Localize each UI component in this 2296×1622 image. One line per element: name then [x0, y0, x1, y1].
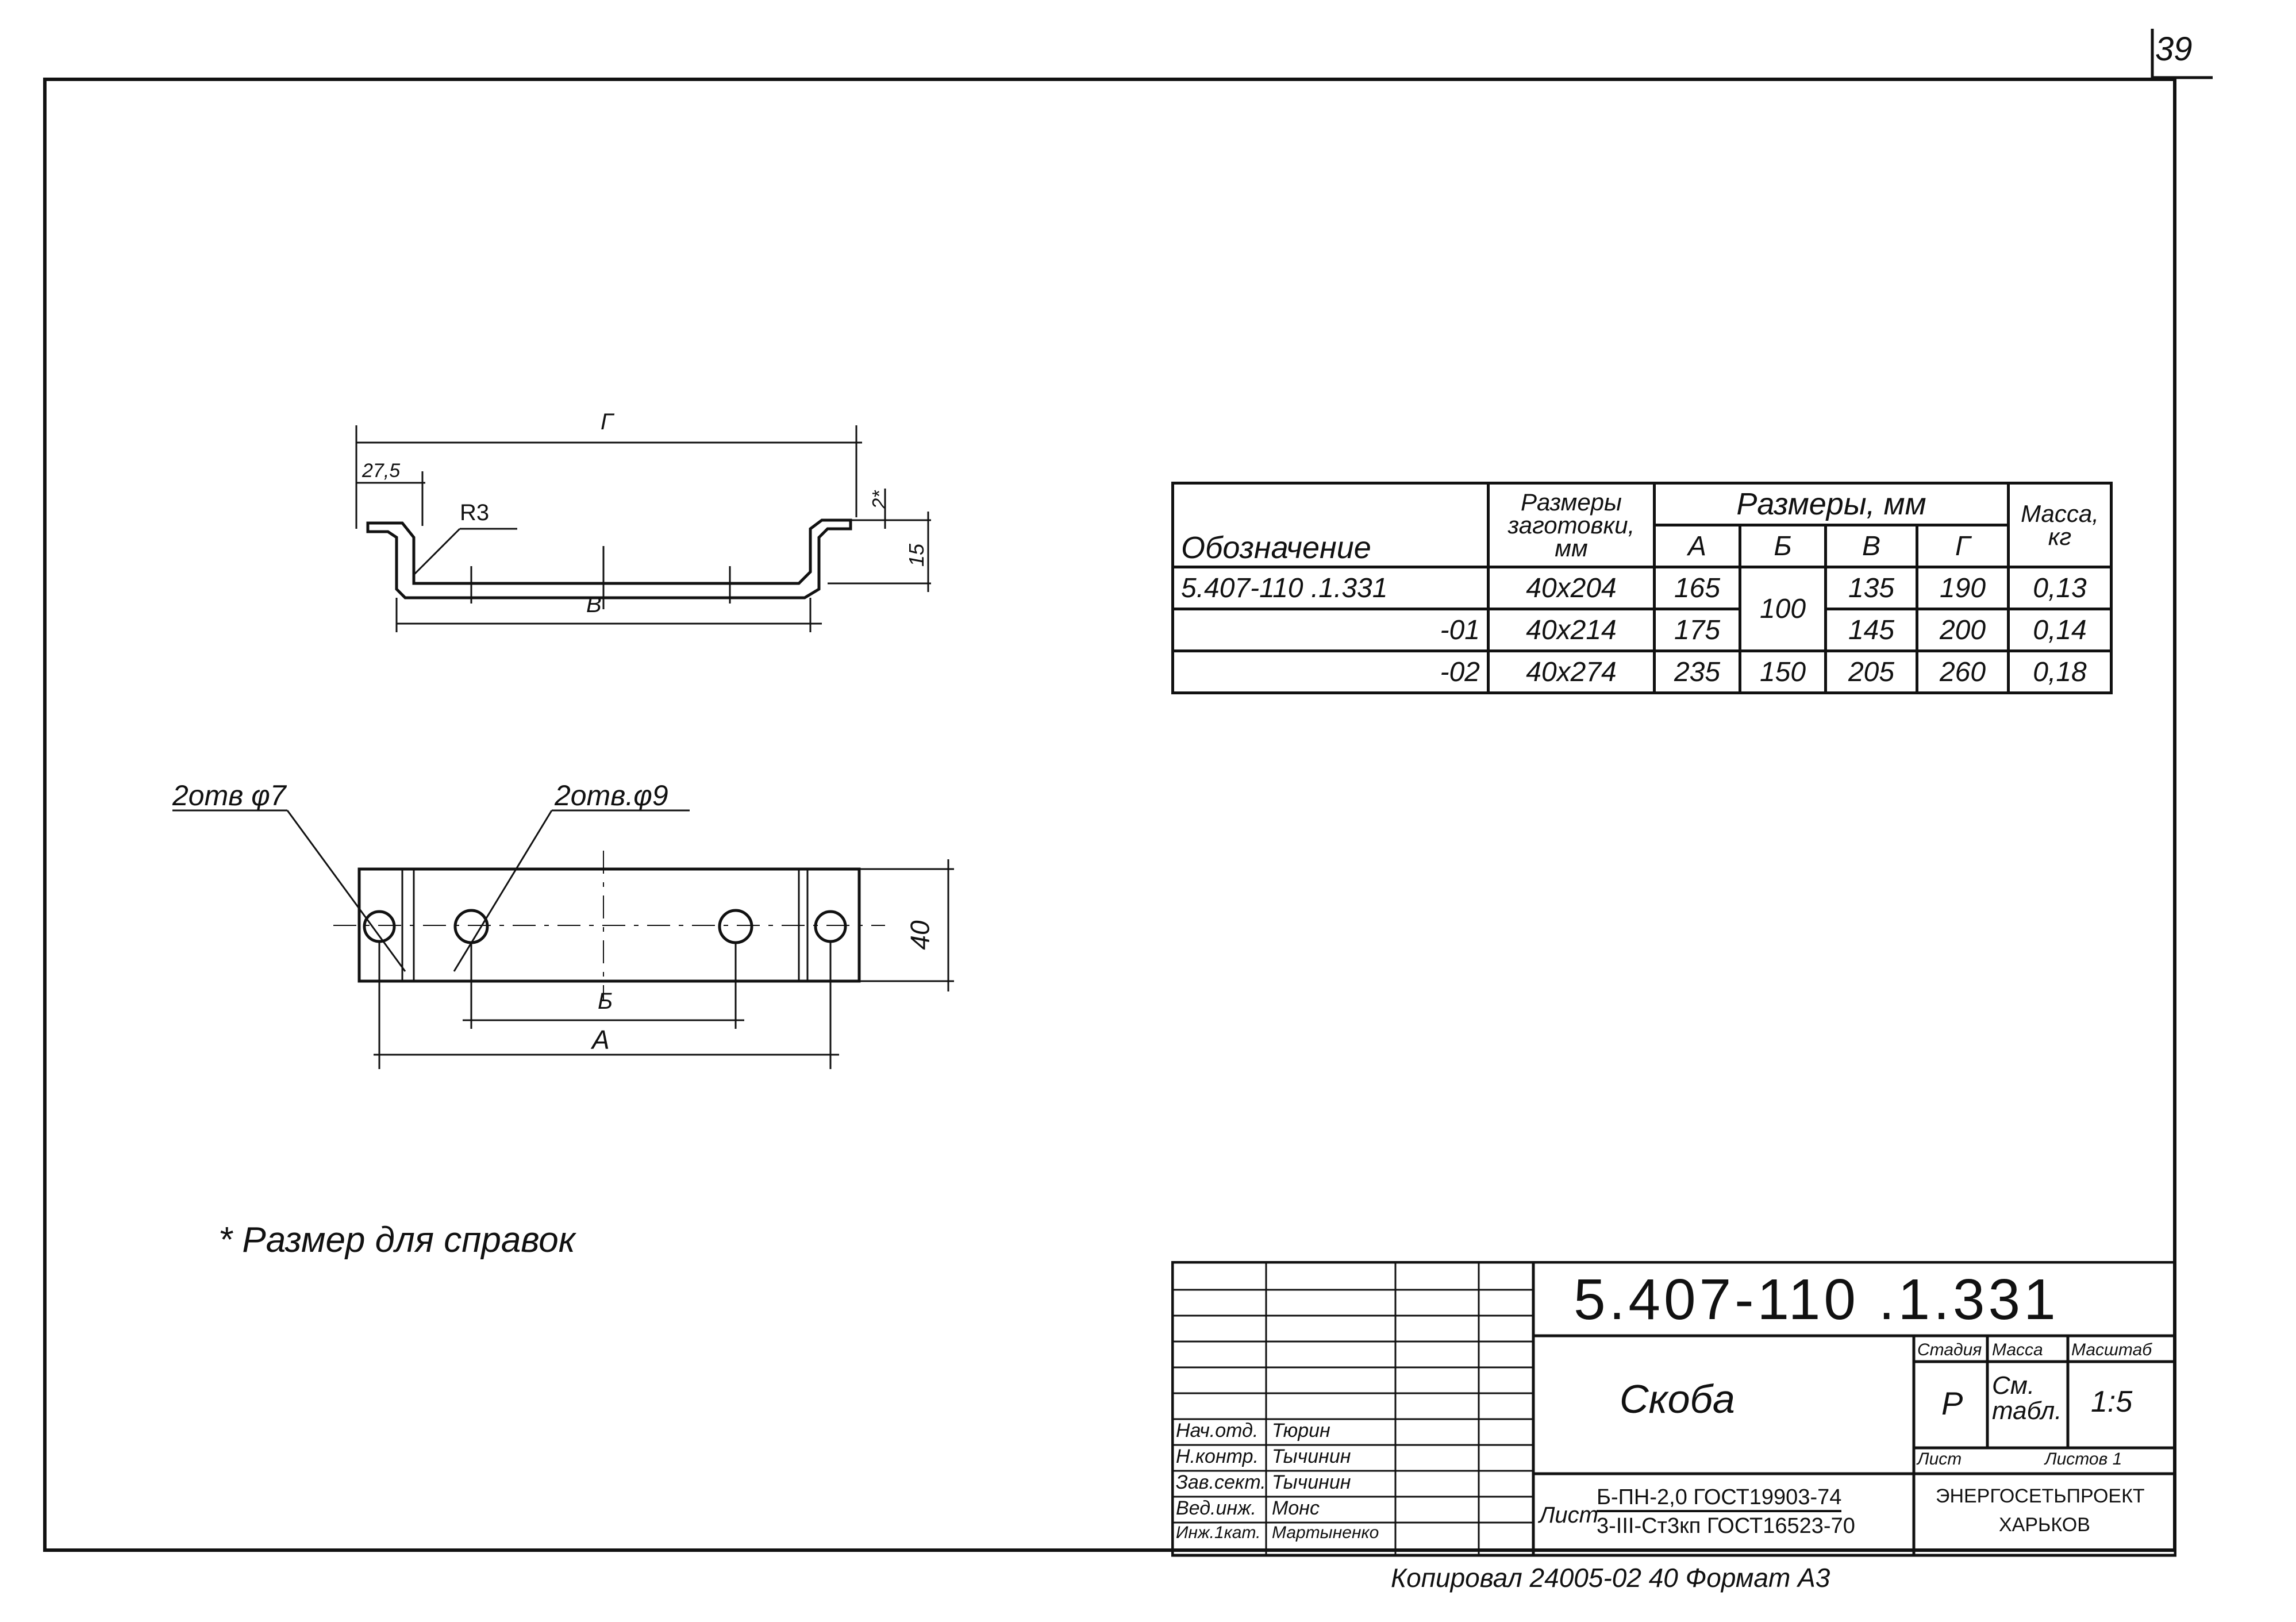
dim-40-label: 40	[905, 920, 935, 950]
sub-a: А	[1653, 524, 1741, 568]
hole-7-right	[814, 910, 847, 943]
dim-2-label: 2*	[868, 490, 891, 509]
col-dims: Размеры, мм	[1653, 482, 2010, 526]
spec-table: Обозначение Размеры заготовки, мм Размер…	[1171, 482, 2113, 694]
table-row: -02 40x274 235 150 205 260 0,18	[1171, 649, 2113, 694]
part-name: Скоба	[1620, 1377, 1735, 1421]
dim-27-5-label: 27,5	[362, 460, 401, 482]
hole-9-right	[718, 909, 753, 944]
mass-value: См. табл.	[1992, 1371, 2062, 1425]
scale-value: 1:5	[2091, 1385, 2133, 1419]
title-block-grid	[1171, 1261, 2176, 1557]
bottom-stamp: Копировал 24005-02 40 Формат А3	[1391, 1563, 1830, 1593]
org-name: ЭНЕРГОСЕТЬПРОЕКТ	[1936, 1485, 2145, 1507]
sheet-number: 39	[2155, 30, 2193, 68]
stage-value: Р	[1941, 1385, 1963, 1421]
material-prefix: Лист	[1539, 1502, 1598, 1528]
sub-v: В	[1824, 524, 1918, 568]
sub-b: Б	[1739, 524, 1827, 568]
sub-g: Г	[1916, 524, 2010, 568]
col-blank: Размеры заготовки, мм	[1487, 482, 1656, 568]
holes-7-label: 2отв φ7	[172, 779, 286, 812]
dim-g-label: Г	[601, 409, 613, 435]
table-row: 5.407-110 .1.331 40x204 165 100 135 190 …	[1171, 566, 2113, 652]
reference-note: * Размер для справок	[218, 1220, 576, 1260]
drawing-code: 5.407-110 .1.331	[1574, 1267, 2059, 1332]
dim-a-label: А	[592, 1025, 610, 1055]
material-top: Б-ПН-2,0 ГОСТ19903-74	[1597, 1485, 1842, 1512]
hole-9-left	[453, 909, 489, 944]
dim-v-label: В	[586, 592, 602, 617]
drawing-frame	[43, 78, 2176, 1552]
dim-b-label: Б	[598, 989, 613, 1014]
col-mass: Масса, кг	[2007, 482, 2113, 568]
material-bottom: 3-III-Ст3кп ГОСТ16523-70	[1597, 1514, 1855, 1538]
dim-15-label: 15	[905, 543, 929, 567]
org-city: ХАРЬКОВ	[1999, 1514, 2090, 1536]
hole-7-left	[363, 910, 396, 943]
holes-9-label: 2отв.φ9	[555, 779, 668, 812]
dim-r3-label: R3	[460, 500, 490, 525]
table-row: -01 40x214 175 145 200 0,14	[1171, 608, 2113, 652]
col-designation: Обозначение	[1171, 482, 1490, 568]
title-block: Нач.отд. Тюрин Н.контр. Тычинин Зав.сект…	[1171, 1261, 2176, 1566]
bracket-side-profile	[366, 518, 852, 599]
